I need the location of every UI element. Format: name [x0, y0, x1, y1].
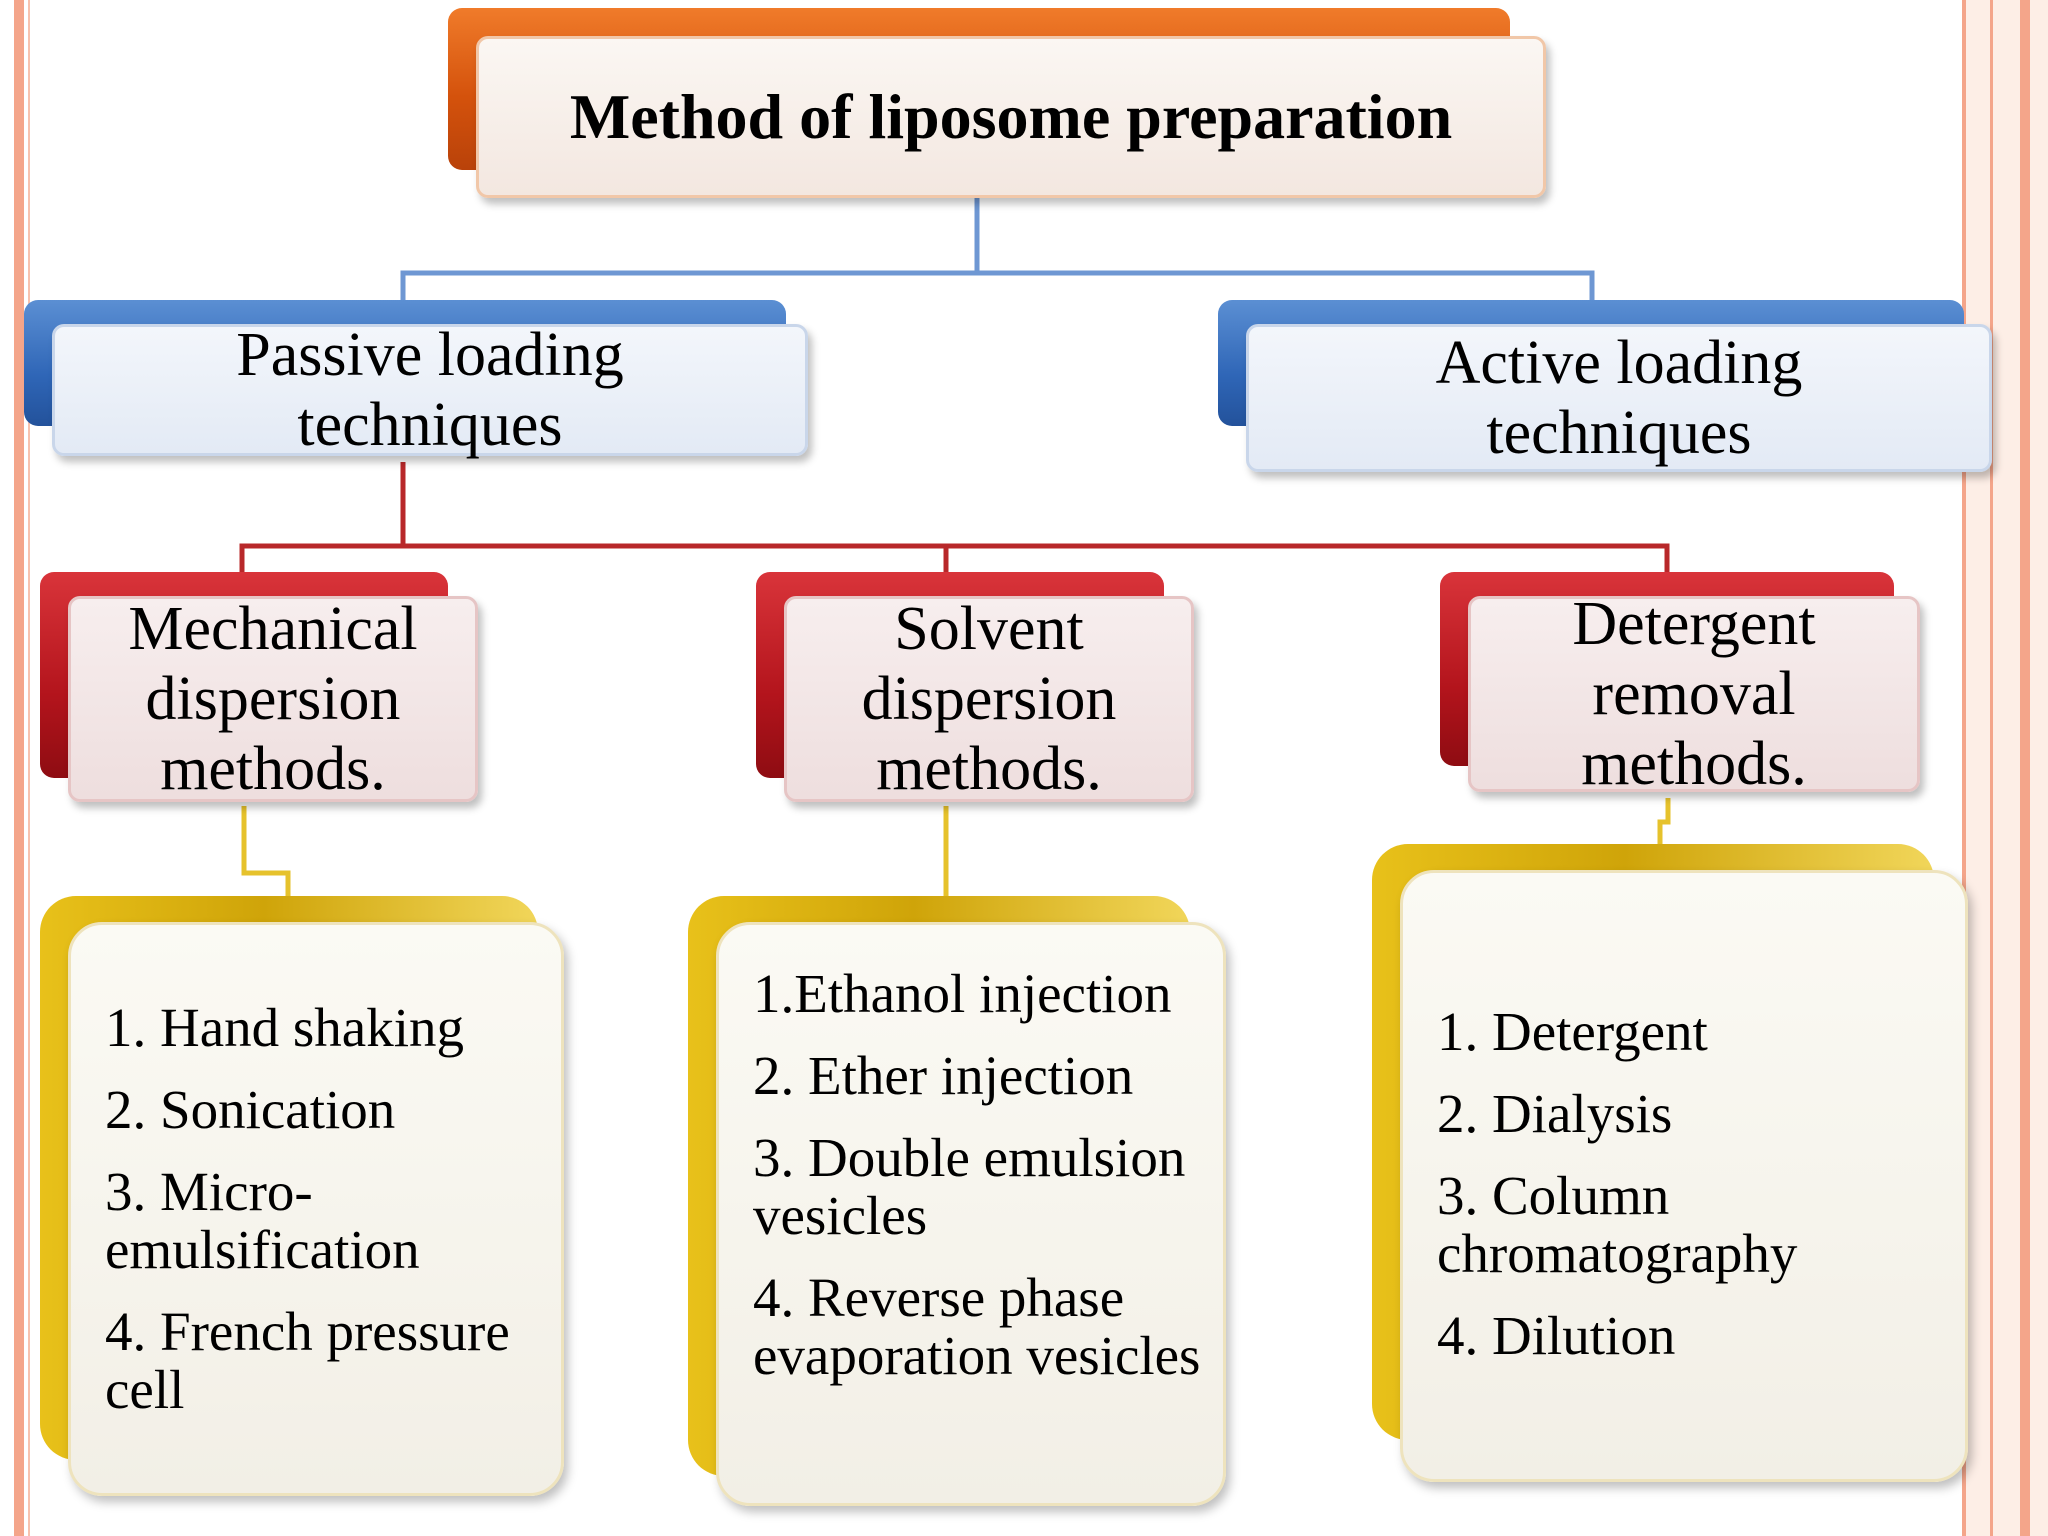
root-node-label: Method of liposome preparation [476, 36, 1546, 198]
list-item: 1. Hand shaking [105, 997, 464, 1058]
list-item: 4. Reverse phase evaporation vesicles [753, 1267, 1201, 1386]
node-label-line: techniques [1486, 399, 1752, 467]
node-label-line: methods. [160, 735, 386, 803]
list-item: 4. French pressure cell [105, 1301, 510, 1420]
connector-passive-to-methods [239, 543, 1670, 574]
list-item: 1. Detergent [1437, 1001, 1708, 1062]
item-list: 1.Ethanol injection 2. Ether injection 3… [716, 922, 1226, 1506]
list-item: 2. Sonication [105, 1079, 396, 1140]
node-label: Detergent removal methods. [1468, 590, 1920, 798]
node-label: Solvent dispersion methods. [784, 595, 1194, 803]
slide-border-right-line [1990, 0, 1993, 1536]
node-label: Mechanical dispersion methods. [68, 595, 478, 803]
list-item: 3. Micro-emulsification [105, 1161, 420, 1280]
node-label-line: methods. [1581, 730, 1807, 798]
node-label-line: dispersion [861, 665, 1117, 733]
slide-border-left [14, 0, 24, 1536]
connector-root-to-level1 [400, 270, 1595, 320]
list-item: 2. Ether injection [753, 1045, 1134, 1106]
list-item: 3. Double emulsion vesicles [753, 1127, 1186, 1246]
node-label-line: Detergent [1572, 590, 1816, 658]
list-item: 4. Dilution [1437, 1305, 1676, 1366]
node-label-line: Mechanical [128, 595, 418, 663]
item-list: 1. Detergent 2. Dialysis 3. Column chrom… [1400, 870, 1968, 1482]
connector-method-to-items [241, 806, 291, 898]
node-label-line: Active loading [1435, 329, 1803, 397]
node-label-line: Solvent [894, 595, 1084, 663]
node-label-line: removal [1592, 660, 1796, 728]
node-label-line: dispersion [145, 665, 401, 733]
item-list: 1. Hand shaking 2. Sonication 3. Micro-e… [68, 922, 564, 1496]
node-label-line: Passive loading [236, 321, 624, 389]
node-label: Active loading techniques [1246, 324, 1992, 472]
slide-border-right [1962, 0, 2048, 1536]
node-label-line: methods. [876, 735, 1102, 803]
slide-border-right-line [1962, 0, 1966, 1536]
slide-border-right-line [2020, 0, 2030, 1536]
list-item: 1.Ethanol injection [753, 963, 1172, 1024]
node-label-line: techniques [297, 391, 563, 459]
list-item: 2. Dialysis [1437, 1083, 1673, 1144]
list-item: 3. Column chromatography [1437, 1165, 1798, 1284]
slide-border-left-inner [28, 0, 30, 1536]
node-label: Passive loading techniques [52, 321, 808, 459]
connector-method-to-items [1657, 798, 1671, 846]
